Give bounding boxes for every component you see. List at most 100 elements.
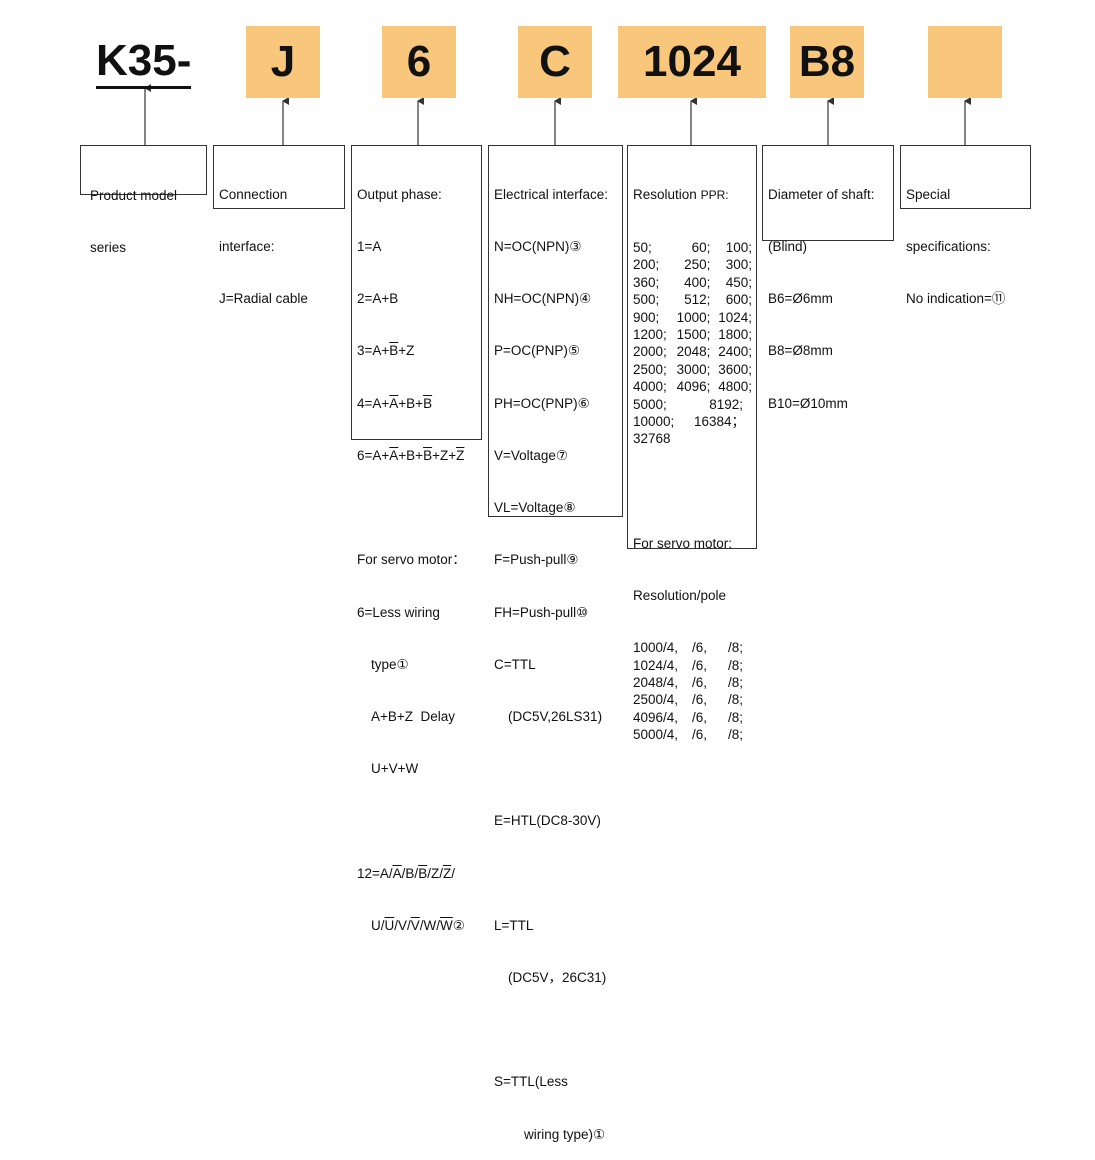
desc-line: series (90, 240, 127, 256)
resolution-cell: 3600; (718, 361, 753, 377)
resolution-cell: 2048; (676, 344, 711, 360)
desc-line: Special (906, 186, 951, 202)
resolution-cell: 60; (691, 240, 711, 256)
desc-line: Output phase: (357, 186, 442, 202)
desc-line: PH=OC(PNP)⑥ (494, 395, 590, 411)
resolution-cell: 450; (725, 274, 753, 290)
desc-line: 6=A+A+B+B+Z+Z (357, 447, 465, 463)
desc-line: 3=A+B+Z (357, 343, 415, 359)
desc-line: 2=A+B (357, 291, 399, 307)
resolution-cell: /8; (727, 709, 743, 725)
resolution-cell: 2000; (633, 344, 667, 360)
resolution-cell: 4096; (676, 379, 711, 395)
desc-connection-interface: Connection interface: J=Radial cable (213, 145, 345, 306)
desc-line: interface: (219, 239, 275, 255)
resolution-row: 50;60;100; (633, 239, 752, 256)
resolution-cell: /8; (727, 657, 743, 673)
desc-line: L=TTL (494, 917, 534, 933)
resolution-cell: /8; (727, 692, 743, 708)
desc-line: Product model (90, 187, 178, 203)
desc-resolution: Resolution PPR: 50;60;100;200;250;300;36… (627, 145, 757, 742)
desc-line: Resolution/pole (633, 587, 727, 603)
resolution-cell: 1024/4, (633, 657, 679, 673)
resolution-cell: /6, (691, 727, 707, 743)
resolution-cell: 360; (633, 274, 660, 290)
desc-line: J=Radial cable (219, 291, 308, 307)
resolution-cell: 3000; (676, 361, 711, 377)
resolution-cell: 200; (633, 257, 660, 273)
resolution-row: 5000;8192; (633, 396, 752, 413)
desc-line: Resolution PPR: (633, 186, 729, 202)
desc-line (494, 865, 618, 882)
resolution-cell: /6, (691, 692, 707, 708)
resolution-row: 900;1000;1024; (633, 309, 752, 326)
resolution-cell: /8; (727, 640, 743, 656)
resolution-row: 200;250;300; (633, 256, 752, 273)
resolution-cell: 512; (684, 292, 711, 308)
resolution-cell: 1200; (633, 326, 667, 342)
resolution-cell: 1000/4, (633, 640, 679, 656)
desc-line (633, 483, 752, 500)
resolution-cell: /6, (691, 657, 707, 673)
code-box-resolution: 1024 (618, 26, 766, 98)
resolution-row: 2500/4,/6,/8; (633, 691, 752, 708)
desc-line: U/U/V/V/W/W② (371, 917, 465, 933)
part-number-diagram: K35- J 6 C 1024 B8 Product model series … (80, 26, 1031, 1142)
code-box-special (928, 26, 1002, 98)
desc-line: C=TTL (494, 656, 536, 672)
resolution-cell: 900; (633, 309, 660, 325)
desc-special-specifications: Special specifications: No indication=⑪ (900, 145, 1031, 306)
desc-line: For servo motor: (633, 535, 733, 551)
code-box-connection: J (246, 26, 320, 98)
servo-resolution-grid: 1000/4,/6,/8;1024/4,/6,/8;2048/4,/6,/8;2… (633, 639, 752, 743)
resolution-cell: 400; (684, 274, 711, 290)
resolution-row: 32768 (633, 430, 752, 447)
desc-line (357, 812, 477, 829)
resolution-cell: 1000; (676, 309, 711, 325)
connector-lines (144, 84, 971, 145)
resolution-cell: /6, (691, 640, 707, 656)
resolution-cell: 10000; (633, 413, 675, 429)
desc-product-model: Product model series (80, 145, 207, 255)
resolution-row: 1024/4, /6, /8; (633, 657, 752, 674)
resolution-cell: 1500; (676, 326, 711, 342)
desc-line: NH=OC(NPN)④ (494, 291, 592, 307)
desc-line: For servo motor： (357, 552, 466, 568)
desc-line: E=HTL(DC8-30V) (494, 813, 601, 829)
resolution-cell: 4096/4, (633, 709, 679, 725)
desc-electrical-interface: Electrical interface: N=OC(NPN)③ NH=OC(N… (488, 145, 623, 1142)
resolution-row: 2000;2048;2400; (633, 343, 752, 360)
desc-line: S=TTL(Less (494, 1074, 568, 1090)
desc-line (494, 1021, 618, 1038)
desc-line: Diameter of shaft: (768, 186, 875, 202)
desc-line: (DC5V,26LS31) (508, 709, 603, 724)
desc-line: No indication=⑪ (906, 291, 1006, 307)
desc-line: V=Voltage⑦ (494, 447, 569, 463)
desc-output-phase: Output phase: 1=A 2=A+B 3=A+B+Z 4=A+A+B+… (351, 145, 482, 933)
desc-line: 12=A/A/B/B/Z/Z/ (357, 865, 455, 881)
desc-line: B8=Ø8mm (768, 343, 833, 359)
resolution-cell (721, 430, 752, 447)
desc-line: 6=Less wiring (357, 604, 440, 620)
resolution-cell: 2500; (633, 361, 667, 377)
resolution-cell: 32768 (633, 431, 671, 447)
desc-line: FH=Push-pull⑩ (494, 604, 589, 620)
desc-line: VL=Voltage⑧ (494, 500, 576, 516)
desc-line: 4=A+A+B+B (357, 395, 433, 411)
resolution-grid: 50;60;100;200;250;300;360;400;450;500;51… (633, 239, 752, 448)
resolution-cell (693, 430, 721, 447)
desc-line: type① (371, 656, 409, 672)
resolution-row: 4096/4, /6, /8; (633, 709, 752, 726)
resolution-cell: /6, (691, 709, 707, 725)
desc-line (494, 760, 618, 777)
desc-line (357, 499, 477, 516)
desc-shaft-diameter: Diameter of shaft: (Blind) B6=Ø6mm B8=Ø8… (762, 145, 894, 411)
code-box-output-phase: 6 (382, 26, 456, 98)
desc-line: Connection (219, 186, 288, 202)
resolution-cell: 2048/4, (633, 674, 679, 690)
desc-line: B6=Ø6mm (768, 291, 833, 307)
desc-line: Electrical interface: (494, 186, 609, 202)
resolution-cell: 16384； (693, 413, 745, 429)
desc-line: 1=A (357, 239, 382, 255)
resolution-row: 2500; 3000; 3600; (633, 361, 752, 378)
